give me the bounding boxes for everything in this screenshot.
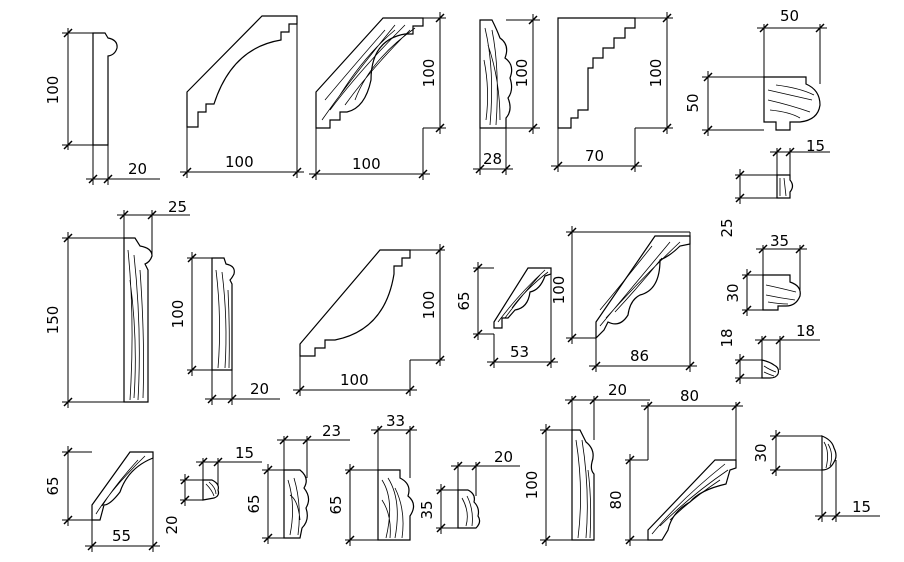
dim-label: 100 bbox=[647, 59, 665, 88]
dim-label: 20 bbox=[608, 381, 627, 399]
dim-label: 100 bbox=[550, 276, 568, 305]
dim-label: 65 bbox=[455, 291, 473, 310]
dim-label: 80 bbox=[607, 490, 625, 509]
molding-m6: 50 50 bbox=[684, 7, 827, 136]
dim-label: 25 bbox=[718, 218, 736, 237]
dim-label: 35 bbox=[418, 500, 436, 519]
molding-m19: 20 35 bbox=[418, 448, 520, 534]
dim-label: 65 bbox=[245, 494, 263, 513]
molding-m3: 100 100 bbox=[309, 12, 446, 180]
dim-label: 86 bbox=[630, 347, 649, 365]
molding-m11: 65 53 bbox=[455, 262, 558, 368]
molding-m2: 100 bbox=[180, 15, 304, 178]
dim-label: 18 bbox=[718, 328, 736, 347]
dim-label: 65 bbox=[44, 476, 62, 495]
dim-label: 50 bbox=[780, 7, 799, 25]
dim-label: 20 bbox=[250, 380, 269, 398]
dim-label: 70 bbox=[585, 147, 604, 165]
molding-m4: 100 28 bbox=[473, 14, 540, 175]
molding-m16: 15 20 bbox=[163, 444, 262, 535]
dim-label: 23 bbox=[322, 422, 341, 440]
molding-m8: 150 25 bbox=[44, 198, 190, 408]
molding-m15: 65 55 bbox=[44, 446, 160, 552]
dim-label: 15 bbox=[235, 444, 254, 462]
dim-label: 30 bbox=[752, 443, 770, 462]
dim-label: 100 bbox=[169, 300, 187, 329]
molding-m20: 20 100 bbox=[523, 381, 650, 546]
molding-m12: 100 86 bbox=[550, 226, 697, 372]
dim-label: 15 bbox=[806, 137, 825, 155]
dim-label: 15 bbox=[852, 498, 871, 516]
molding-m1: 100 20 bbox=[44, 28, 160, 185]
dim-label: 25 bbox=[168, 198, 187, 216]
molding-m18: 33 65 bbox=[327, 412, 417, 546]
dim-label: 28 bbox=[483, 150, 502, 168]
dim-label: 100 bbox=[523, 471, 541, 500]
dim-label: 100 bbox=[420, 59, 438, 88]
molding-m21: 80 80 bbox=[607, 387, 743, 546]
dim-label: 80 bbox=[680, 387, 699, 405]
molding-m7: 15 25 bbox=[718, 137, 830, 238]
dim-label: 150 bbox=[44, 306, 62, 335]
molding-m9: 100 20 bbox=[169, 252, 280, 405]
molding-m17: 23 65 bbox=[245, 422, 350, 544]
molding-m10: 100 100 bbox=[293, 244, 445, 396]
dim-label: 100 bbox=[513, 59, 531, 88]
dim-label: 33 bbox=[386, 412, 405, 430]
dim-label: 30 bbox=[724, 283, 742, 302]
dim-label: 18 bbox=[796, 322, 815, 340]
molding-m14: 18 18 bbox=[718, 322, 820, 384]
dim-label: 100 bbox=[225, 153, 254, 171]
dim-label: 100 bbox=[340, 371, 369, 389]
molding-m13: 35 30 bbox=[724, 232, 807, 316]
dim-label: 53 bbox=[510, 343, 529, 361]
dim-label: 35 bbox=[770, 232, 789, 250]
dim-label: 100 bbox=[44, 76, 62, 105]
dim-label: 20 bbox=[494, 448, 513, 466]
dim-label: 20 bbox=[128, 160, 147, 178]
dim-label: 55 bbox=[112, 527, 131, 545]
dim-label: 100 bbox=[420, 291, 438, 320]
dim-label: 100 bbox=[352, 155, 381, 173]
dim-label: 50 bbox=[684, 93, 702, 112]
dim-label: 20 bbox=[163, 515, 181, 534]
dim-label: 65 bbox=[327, 495, 345, 514]
molding-m22: 30 15 bbox=[752, 430, 880, 522]
molding-m5: 100 70 bbox=[551, 12, 673, 172]
